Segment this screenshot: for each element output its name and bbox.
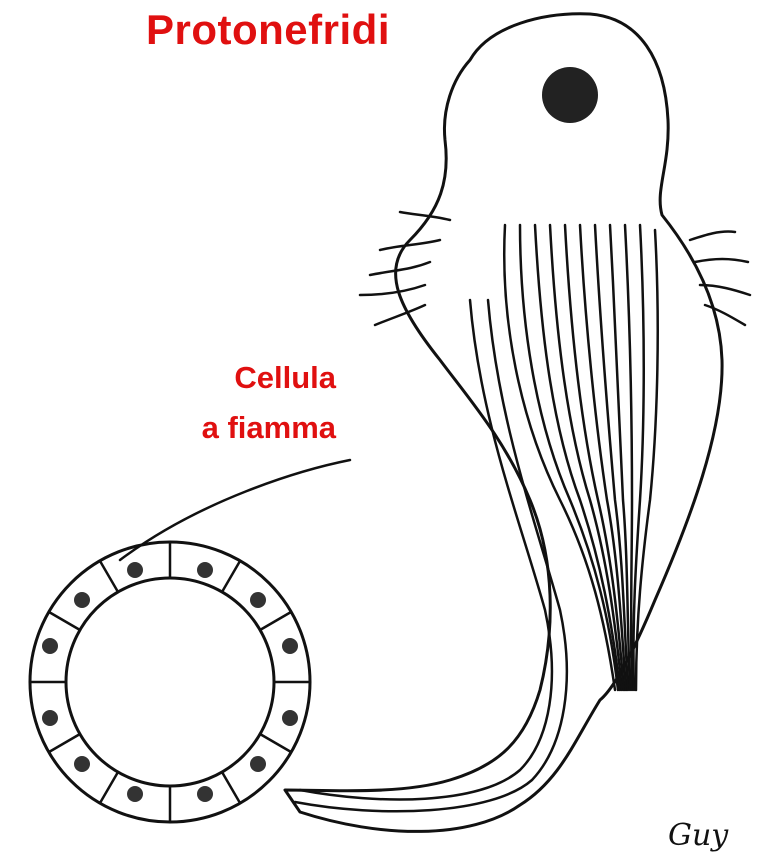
ciliary-flame	[504, 225, 657, 690]
nucleus	[542, 67, 598, 123]
tubule-inner-ring	[66, 578, 274, 786]
label-flame-cell-line2: a fiamma	[140, 410, 336, 446]
label-flame-cell-line1: Cellula	[140, 360, 336, 396]
signature: Guy	[668, 818, 729, 853]
tubule-cell-nuclei	[42, 562, 298, 802]
tubule-outer-ring	[30, 542, 310, 822]
right-processes	[690, 232, 750, 325]
label-leader-line	[120, 460, 350, 560]
diagram-title: Protonefridi	[146, 6, 390, 54]
